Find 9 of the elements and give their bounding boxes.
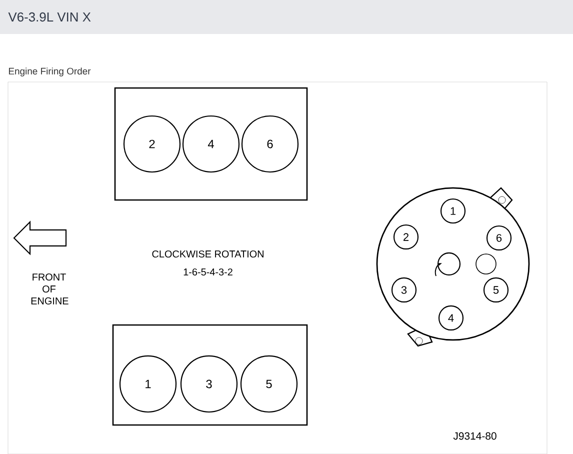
- figure-number: J9314-80: [453, 432, 496, 440]
- front-label: FRONT OF ENGINE: [31, 274, 68, 304]
- caption: Engine Firing Order: [9, 68, 91, 76]
- engine-bank-box: [112, 324, 308, 426]
- engine-bank-box: [114, 87, 308, 201]
- distributor-cap: [376, 187, 530, 347]
- rotation-label: CLOCKWISE ROTATION: [152, 250, 264, 258]
- header-bar: V6-3.9L VIN X: [0, 0, 573, 34]
- firing-order-label: 1-6-5-4-3-2: [184, 268, 232, 276]
